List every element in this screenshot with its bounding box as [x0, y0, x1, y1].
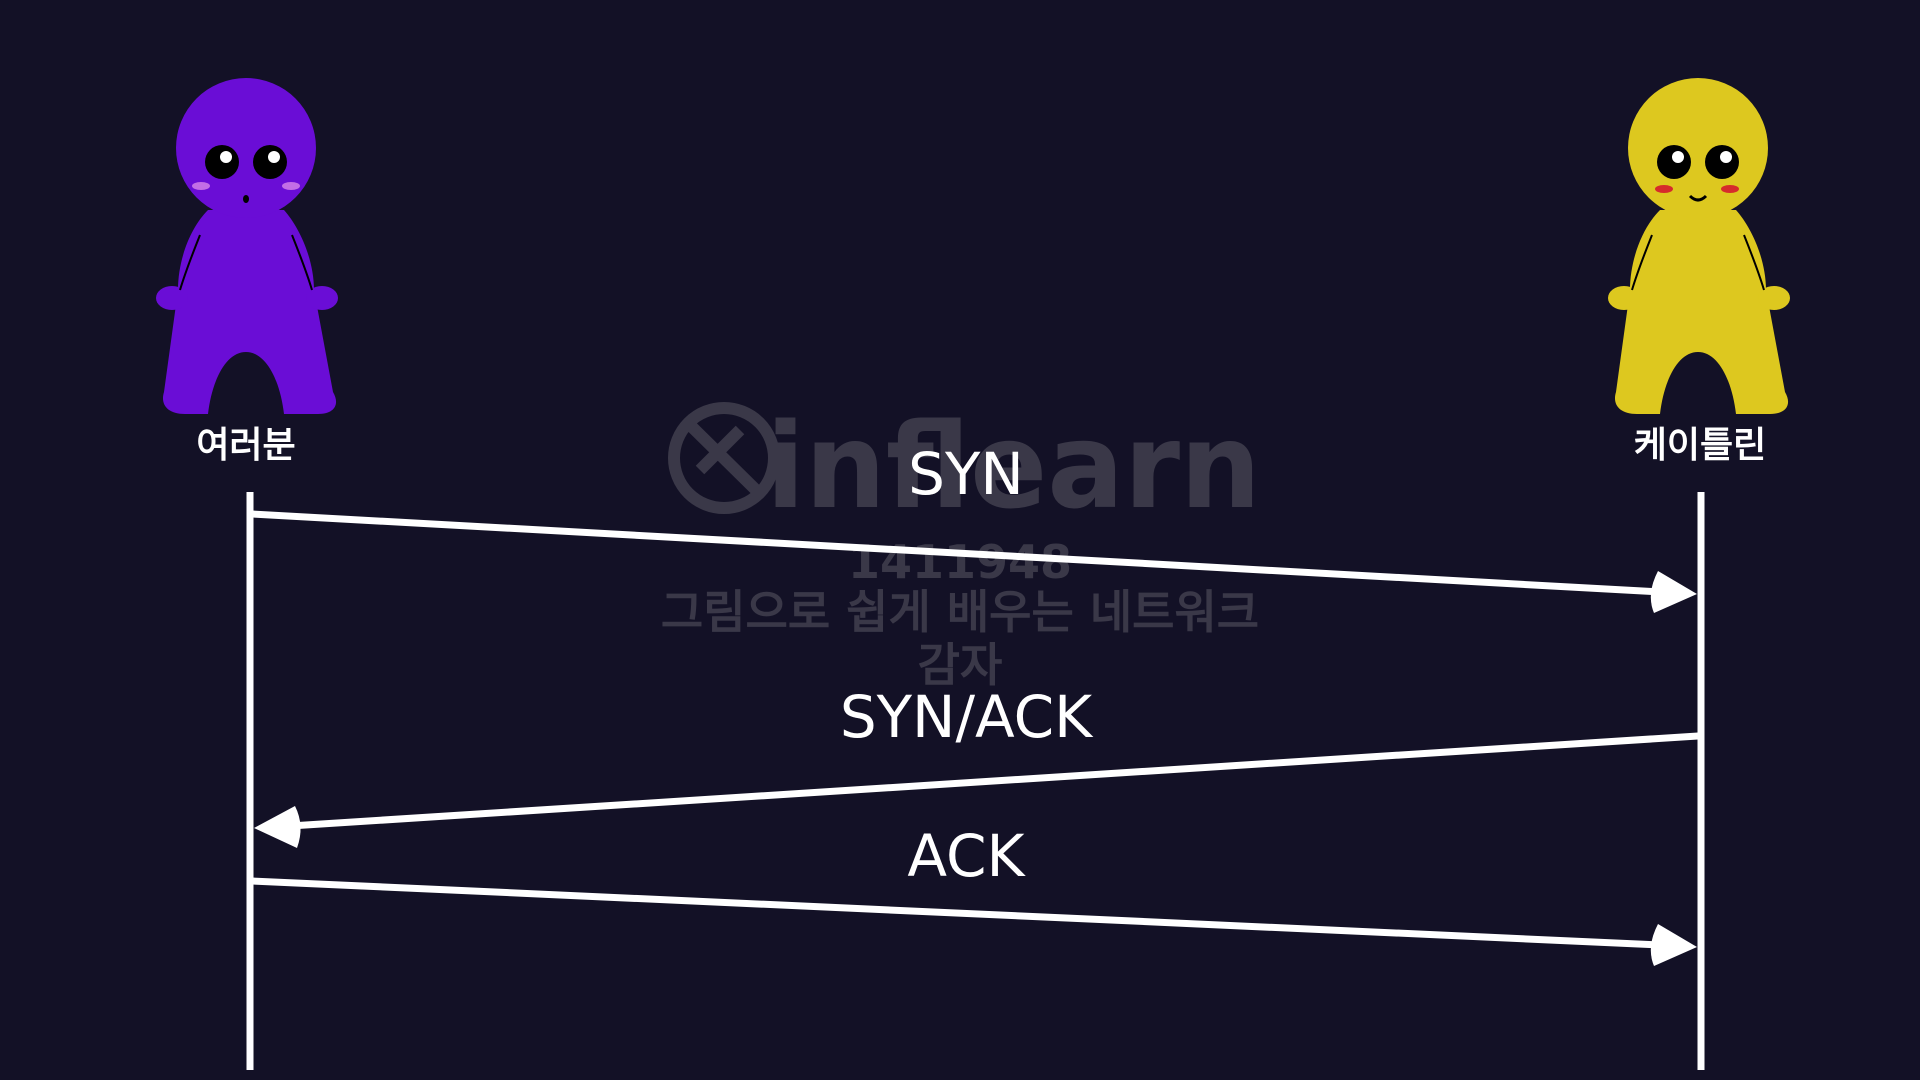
message-syn-ack: SYN/ACK	[254, 683, 1699, 848]
actor-right-eye	[1705, 145, 1739, 179]
actor-right-eye-highlight	[1672, 151, 1684, 163]
actor-left-right-hand	[306, 286, 338, 310]
actor-right-arm-line	[1631, 234, 1653, 291]
watermark-course: 그림으로 쉽게 배우는 네트워크	[661, 585, 1259, 639]
actor-left-arm-line	[179, 234, 201, 291]
actor-right-blush	[1655, 185, 1673, 193]
watermark-logo-text: inflearn	[766, 397, 1261, 535]
message-ack-label: ACK	[907, 822, 1026, 890]
message-syn-ack-line	[289, 732, 1699, 830]
actor-left-mouth	[243, 195, 249, 203]
actor-left-label: 여러분	[196, 425, 295, 466]
arrowhead-right-icon	[1650, 571, 1697, 613]
message-ack: ACK	[251, 822, 1697, 966]
actor-right-body	[1614, 210, 1789, 414]
message-syn: SYN	[251, 440, 1697, 613]
actor-right-eye-highlight	[1720, 151, 1732, 163]
watermark-id: 1411948	[848, 535, 1072, 589]
actor-right-left-hand	[1608, 286, 1640, 310]
actor-right-figure	[1608, 78, 1790, 414]
message-ack-line	[251, 877, 1661, 949]
actor-right-label: 케이틀린	[1634, 425, 1766, 466]
arrowhead-left-icon	[254, 806, 301, 848]
actor-left-eye-highlight	[268, 151, 280, 163]
message-syn-line	[251, 510, 1661, 596]
arrowhead-right-icon	[1650, 924, 1697, 966]
actor-left-eye-highlight	[220, 151, 232, 163]
actor-right-head	[1628, 78, 1768, 218]
actor-left-left-hand	[156, 286, 188, 310]
actor-left-eye	[253, 145, 287, 179]
actor-right-blush	[1721, 185, 1739, 193]
message-syn-label: SYN	[908, 440, 1024, 508]
watermark-role: 감자	[918, 638, 1003, 692]
inflearn-logo-icon	[668, 402, 780, 514]
actor-left-eye	[205, 145, 239, 179]
actor-right-mouth	[1688, 194, 1708, 202]
actor-right-arm-line	[1743, 234, 1765, 291]
inflearn-watermark: inflearn 1411948 그림으로 쉽게 배우는 네트워크 감자	[661, 397, 1261, 692]
actor-left-head	[176, 78, 316, 218]
actor-right-eye	[1657, 145, 1691, 179]
actor-left-blush	[192, 182, 210, 190]
actor-right-right-hand	[1758, 286, 1790, 310]
actor-left-figure	[156, 78, 338, 414]
actor-left-arm-line	[291, 234, 313, 291]
actor-left-body	[162, 210, 337, 414]
actor-left-blush	[282, 182, 300, 190]
message-syn-ack-label: SYN/ACK	[840, 683, 1094, 751]
